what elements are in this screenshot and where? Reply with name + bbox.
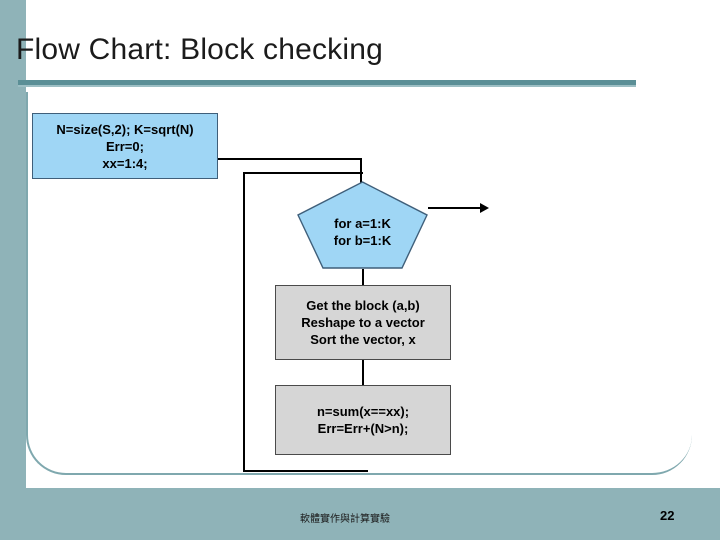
page-number: 22 [660, 508, 675, 523]
flow-node-sum[interactable]: n=sum(x==xx); Err=Err+(N>n); [275, 385, 451, 455]
decoration-frame-right-mask [660, 86, 720, 386]
edge-block-to-sum [362, 360, 364, 385]
flow-node-block[interactable]: Get the block (a,b) Reshape to a vector … [275, 285, 451, 360]
edge-loop-exit-arrowhead [480, 203, 489, 213]
edge-init-to-loop-vertical [360, 158, 362, 192]
page-title: Flow Chart: Block checking [16, 33, 384, 66]
edge-loop-exit-horizontal [428, 207, 485, 209]
edge-loopback-top-horizontal [243, 172, 363, 174]
flow-node-block-line-2: Reshape to a vector [301, 315, 425, 330]
footer-text: 軟體實作與計算實驗 [300, 514, 390, 525]
edge-init-to-loop-horizontal [218, 158, 361, 160]
pentagon-shape-icon [297, 181, 428, 269]
flow-node-loop-line-2: for b=1:K [333, 233, 392, 248]
flow-node-loop[interactable]: for a=1:K for b=1:K [297, 181, 428, 269]
flow-node-init-line-2: Err=0; [106, 138, 144, 154]
flow-node-init[interactable]: N=size(S,2); K=sqrt(N) Err=0; xx=1:4; [32, 113, 218, 179]
decoration-left-band [0, 0, 26, 540]
flow-node-loop-text: for a=1:K for b=1:K [334, 201, 391, 249]
edge-loopback-vertical [243, 172, 245, 472]
flow-node-block-line-3: Sort the vector, x [310, 332, 416, 347]
flow-node-init-line-1: N=size(S,2); K=sqrt(N) [56, 121, 194, 137]
flow-node-sum-line-2: Err=Err+(N>n); [317, 421, 409, 436]
edge-loop-to-block [362, 269, 364, 285]
flow-node-loop-line-1: for a=1:K [334, 216, 391, 231]
flow-node-init-line-3: xx=1:4; [102, 155, 148, 171]
decoration-frame-top-mask [26, 86, 706, 92]
title-rule-light [18, 85, 636, 87]
title-rule [18, 80, 636, 85]
decoration-bottom-band [0, 488, 720, 540]
edge-loopback-bottom-horizontal [243, 470, 368, 472]
flow-node-block-line-1: Get the block (a,b) [306, 298, 420, 313]
flow-node-sum-line-1: n=sum(x==xx); [316, 404, 410, 419]
